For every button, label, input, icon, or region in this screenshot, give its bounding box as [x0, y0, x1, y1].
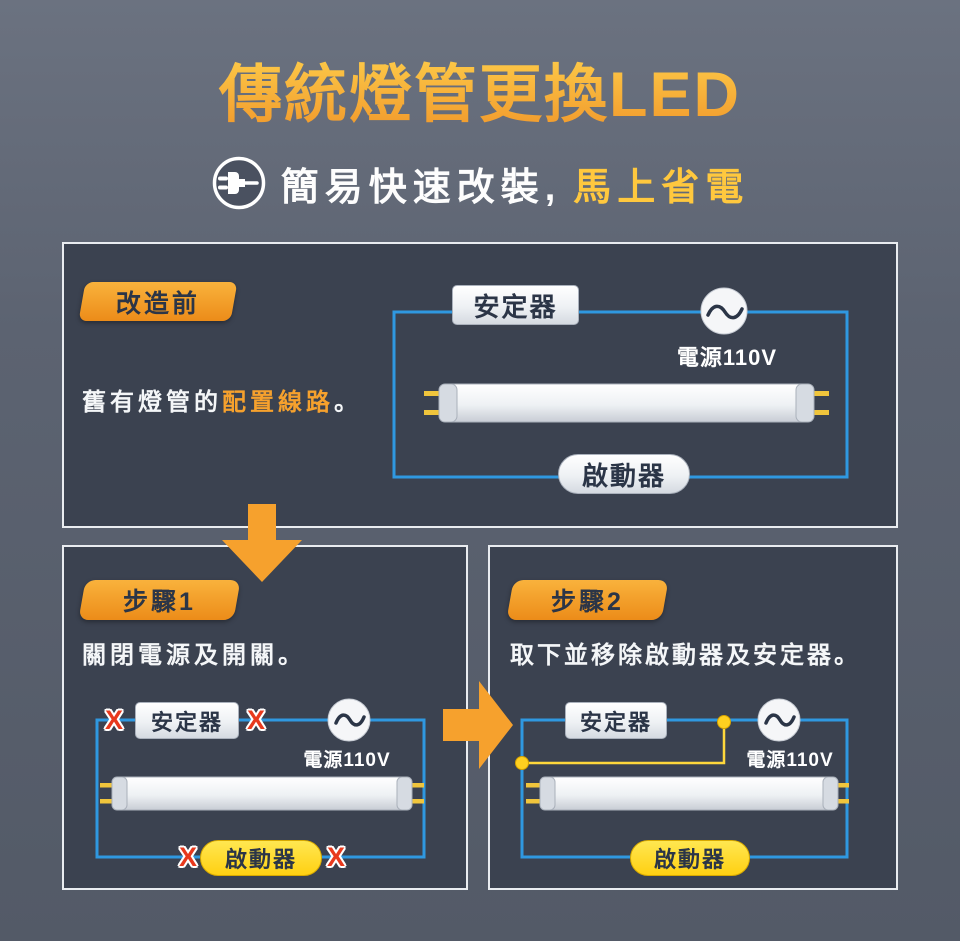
panel-step2: 步驟2 取下並移除啟動器及安定器。 安定器 電源110V 啟動器	[488, 545, 898, 890]
x-mark-starter-right: X	[326, 841, 345, 872]
badge-before: 改造前	[78, 282, 238, 321]
badge-step1: 步驟1	[78, 580, 241, 620]
fluorescent-tube	[424, 383, 829, 423]
arrow-right-icon	[443, 681, 513, 774]
starter-label: 啟動器	[630, 840, 750, 876]
ballast-label: 安定器	[452, 285, 579, 325]
panel-before-description: 舊有燈管的配置線路。	[82, 382, 362, 417]
subtitle-row: 簡易快速改裝, 馬上省電	[0, 152, 960, 214]
panel-step1: 步驟1 關閉電源及開關。 安定器 電源110V 啟動器 X X X X	[62, 545, 468, 890]
starter-label: 啟動器	[200, 840, 322, 876]
ac-source-icon	[700, 287, 748, 335]
ac-source-icon	[327, 698, 371, 742]
ballast-label: 安定器	[135, 702, 239, 739]
starter-label: 啟動器	[558, 454, 690, 494]
badge-step2: 步驟2	[506, 580, 669, 620]
disconnected-wire	[515, 715, 731, 770]
x-mark-starter-left: X	[178, 841, 197, 872]
panel-step2-description: 取下並移除啟動器及安定器。	[510, 642, 861, 669]
desc-highlight: 配置線路	[222, 389, 334, 416]
page-title: 傳統燈管更換LED	[0, 44, 960, 135]
panel-step1-description: 關閉電源及開關。	[82, 642, 306, 669]
power-label: 電源110V	[746, 750, 834, 771]
ballast-label: 安定器	[565, 702, 667, 739]
power-label: 電源110V	[676, 345, 778, 370]
subtitle-text: 簡易快速改裝, 馬上省電	[281, 156, 750, 211]
ac-source-icon	[757, 698, 801, 742]
x-mark-ballast-left: X	[104, 704, 123, 735]
fluorescent-tube	[100, 776, 424, 811]
subtitle-white: 簡易快速改裝,	[280, 166, 562, 209]
desc-suffix: 。	[334, 389, 362, 416]
plug-icon	[211, 155, 267, 211]
power-label: 電源110V	[303, 750, 391, 771]
desc-prefix: 舊有燈管的	[82, 389, 222, 416]
circuit-diagram-step2	[515, 698, 849, 859]
x-mark-ballast-right: X	[246, 704, 265, 735]
arrow-down-icon	[222, 504, 302, 587]
panel-before: 改造前 舊有燈管的配置線路。 安定器 電源110V 啟動器	[62, 242, 898, 528]
subtitle-yellow: 馬上省電	[573, 166, 750, 209]
fluorescent-tube	[526, 776, 849, 811]
